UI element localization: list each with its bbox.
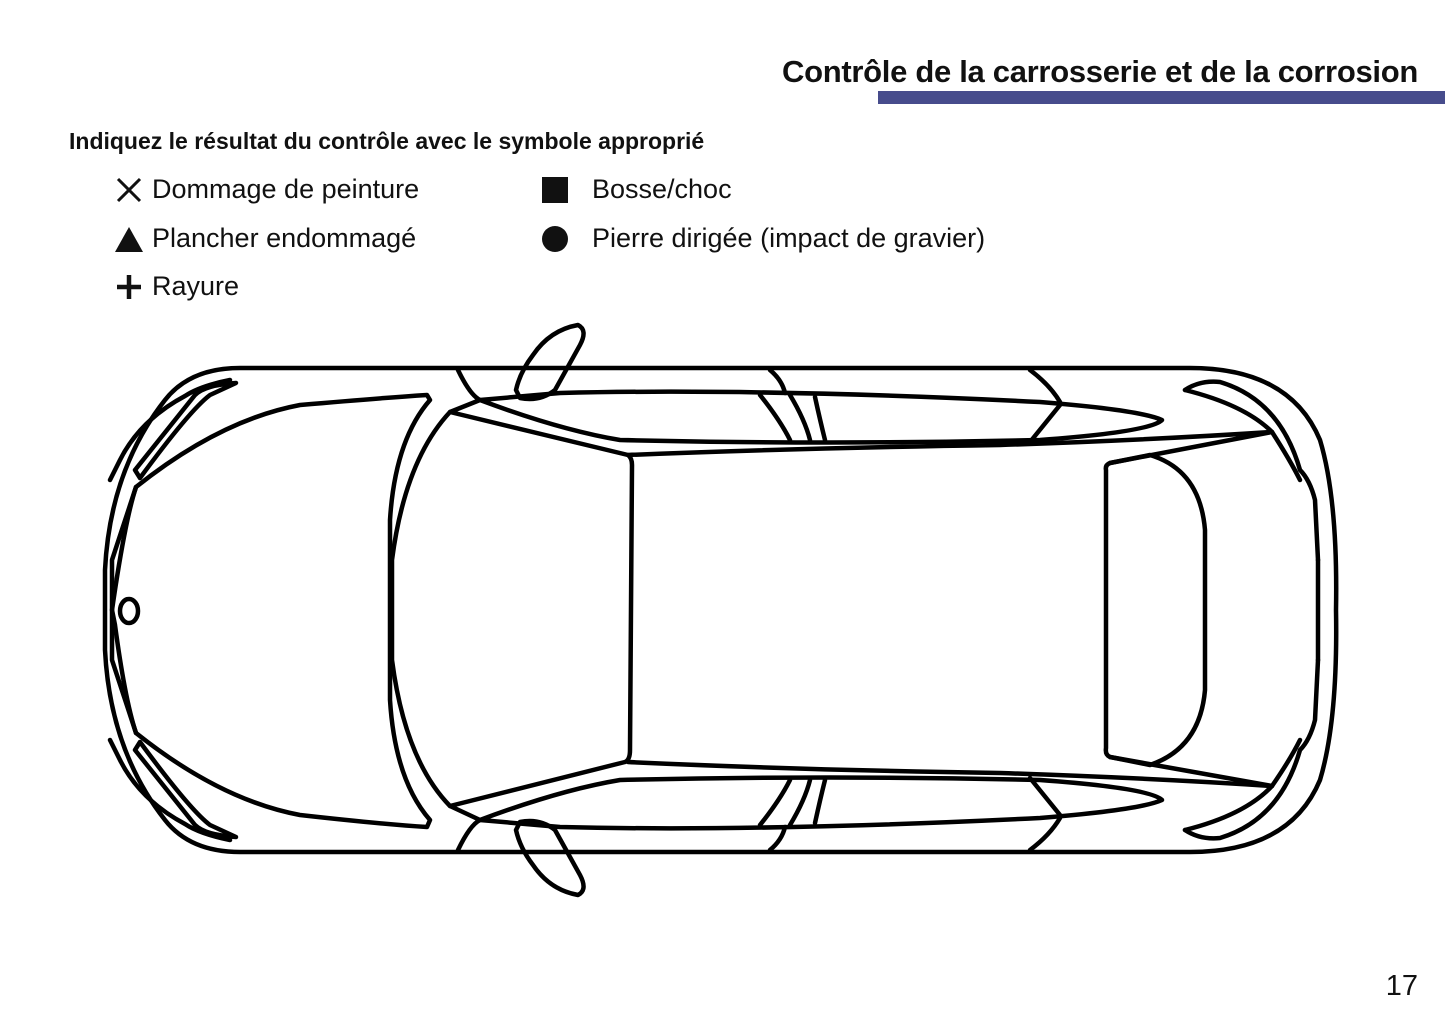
- side-window-top: [477, 389, 1165, 445]
- legend-label: Plancher endommagé: [152, 223, 417, 253]
- front-logo: [117, 596, 141, 626]
- hood: [109, 392, 433, 830]
- filled-square-icon: [540, 175, 570, 205]
- legend-label: Dommage de peinture: [152, 174, 420, 204]
- page-title: Contrôle de la carrosserie et de la corr…: [781, 54, 1418, 89]
- mirror-left: [513, 322, 586, 402]
- legend-item-floor-damage: Plancher endommagé: [114, 223, 416, 254]
- headlight-left: [132, 380, 239, 481]
- title-underline-bar: [878, 91, 1445, 104]
- legend-label: Bosse/choc: [592, 174, 732, 204]
- legend-item-dent: Bosse/choc: [540, 174, 732, 205]
- windshield: [389, 409, 635, 809]
- plus-icon: [114, 272, 144, 302]
- taillight-bottom: [1182, 657, 1321, 841]
- legend-label: Pierre dirigée (impact de gravier): [592, 223, 986, 253]
- legend-label: Rayure: [152, 271, 240, 301]
- filled-circle-icon: [540, 224, 570, 254]
- car-body-outline: [102, 365, 1339, 855]
- filled-triangle-icon: [114, 224, 144, 254]
- taillight-top: [1182, 379, 1321, 563]
- headlight-right: [132, 739, 239, 840]
- legend-item-stone-chip: Pierre dirigée (impact de gravier): [540, 223, 985, 254]
- instruction-text: Indiquez le résultat du contrôle avec le…: [69, 128, 705, 154]
- x-cross-icon: [114, 175, 144, 205]
- mirror-right: [513, 818, 586, 898]
- legend-item-paint-damage: Dommage de peinture: [114, 174, 419, 205]
- rear-window: [1103, 452, 1208, 768]
- legend-item-scratch: Rayure: [114, 271, 239, 302]
- page-number: 17: [1385, 970, 1418, 1002]
- side-window-bottom: [477, 775, 1165, 831]
